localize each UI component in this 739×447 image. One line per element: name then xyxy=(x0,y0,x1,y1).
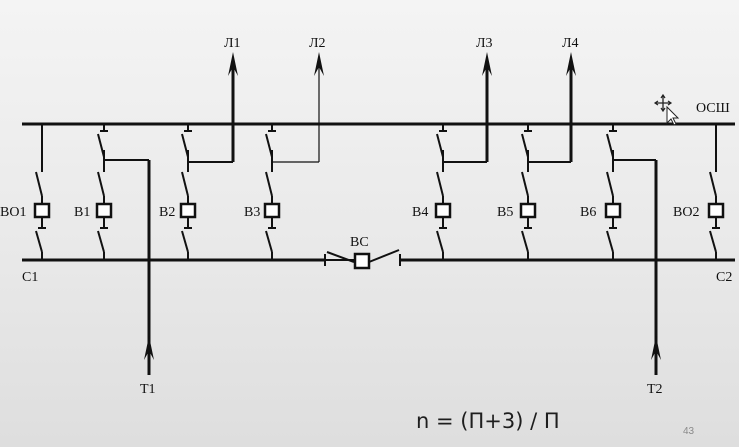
section-label-1: С1 xyxy=(22,270,38,285)
bay-5 xyxy=(434,150,452,260)
section-label-2: С2 xyxy=(716,270,732,285)
bypass-disconnector-6 xyxy=(606,124,617,172)
breaker-label-b2: В2 xyxy=(159,205,175,220)
feeder-line-1 xyxy=(188,52,238,163)
bay-1 xyxy=(33,150,51,260)
transformer-connections xyxy=(104,159,661,375)
sectional-breaker xyxy=(324,249,401,270)
bypass-disconnector-2 xyxy=(181,124,192,172)
bus-label: ОСШ xyxy=(696,101,730,116)
feeder-line-4 xyxy=(528,52,576,163)
breaker-label-b4: В4 xyxy=(412,205,428,220)
breaker-label-b1: В1 xyxy=(74,205,90,220)
breaker-bays xyxy=(33,124,725,260)
move-cursor-icon xyxy=(653,93,680,126)
breaker-label-b6: В6 xyxy=(580,205,596,220)
transformer-label-1: Т1 xyxy=(140,382,156,397)
bay-7 xyxy=(604,150,622,260)
bypass-disconnector-3 xyxy=(265,124,276,172)
breaker-label-bo2: ВО2 xyxy=(673,205,699,220)
feeder-connections xyxy=(188,52,576,163)
bay-8 xyxy=(707,150,725,260)
bypass-disconnector-4 xyxy=(436,124,447,172)
breaker-label-b3: В3 xyxy=(244,205,260,220)
bypass-disconnectors xyxy=(97,124,617,172)
bypass-disconnector-1 xyxy=(97,124,108,172)
line-label-4: Л4 xyxy=(562,36,579,51)
page-number: 43 xyxy=(683,426,695,437)
transformer-label-2: Т2 xyxy=(647,382,663,397)
transformer-line-1 xyxy=(104,159,154,375)
line-label-3: Л3 xyxy=(476,36,493,51)
bypass-disconnector-5 xyxy=(521,124,532,172)
sectional-breaker-label: ВС xyxy=(350,235,369,250)
formula: n = (П+3) / П xyxy=(416,409,560,433)
feeder-line-3 xyxy=(443,52,492,163)
feeder-line-2 xyxy=(272,52,324,163)
breaker-label-bo1: ВО1 xyxy=(0,205,26,220)
transformer-line-2 xyxy=(613,159,661,375)
breaker-label-b5: В5 xyxy=(497,205,513,220)
line-label-1: Л1 xyxy=(224,36,241,51)
line-label-2: Л2 xyxy=(309,36,326,51)
